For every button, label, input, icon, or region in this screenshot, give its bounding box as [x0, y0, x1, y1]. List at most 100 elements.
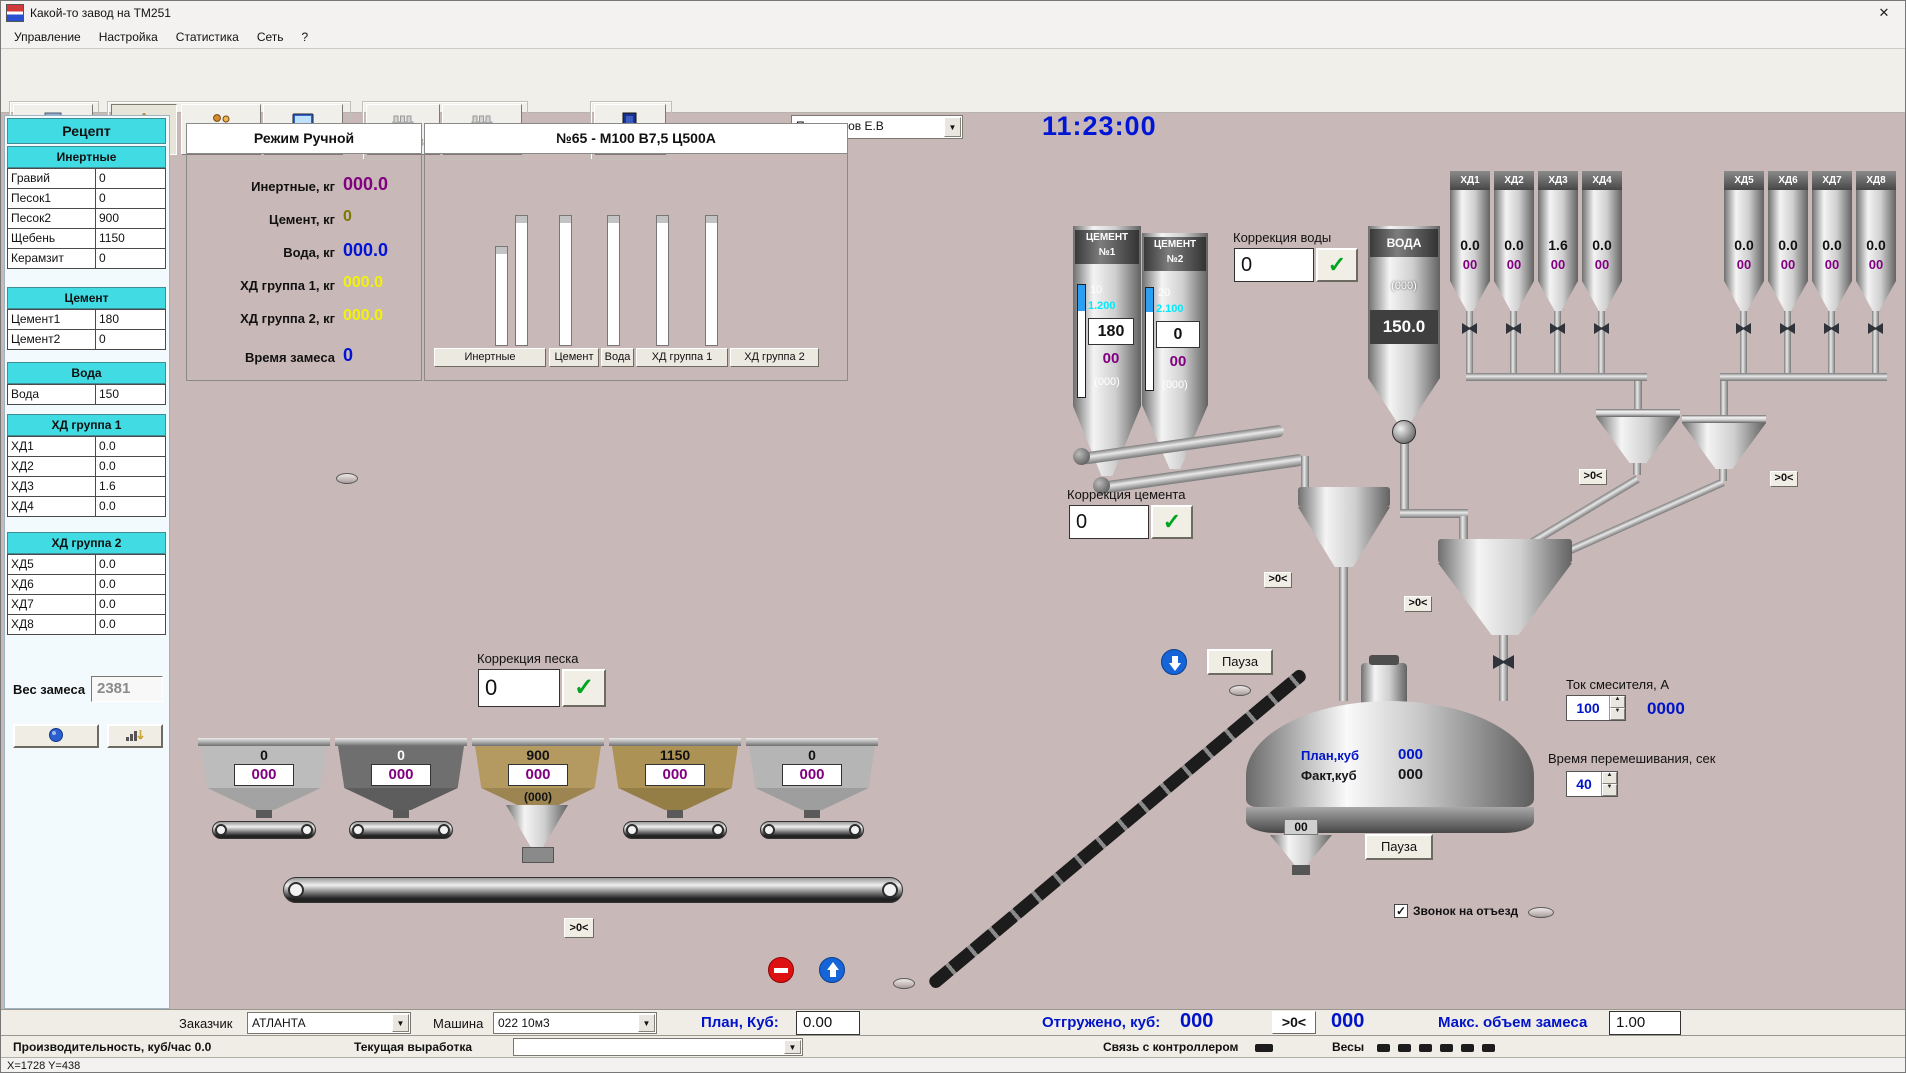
clock: 11:23:00 [1042, 111, 1157, 141]
arrow-down-button[interactable] [1161, 649, 1187, 675]
valve-icon[interactable] [1736, 323, 1751, 334]
chip-cement[interactable]: Цемент [549, 348, 599, 367]
row-value[interactable]: 0.0 [95, 436, 166, 457]
cement-correction-apply-button[interactable]: ✓ [1151, 505, 1193, 539]
plan-cube-label: План, Куб: [701, 1014, 779, 1031]
chevron-down-icon[interactable]: ▼ [392, 1014, 409, 1032]
row-value[interactable]: 0.0 [95, 594, 166, 615]
bin-weight: 000 [782, 764, 842, 786]
hd-value: 0.0 [1822, 237, 1842, 253]
valve-icon[interactable] [1550, 323, 1565, 334]
tare-button-hd2[interactable]: >0< [1770, 471, 1798, 487]
row-value[interactable]: 1150 [95, 228, 166, 249]
scale-indicator [1461, 1044, 1474, 1052]
current-output-select[interactable]: ▼ [513, 1038, 803, 1056]
valve-icon[interactable] [1493, 655, 1514, 669]
row-value[interactable]: 0.0 [95, 456, 166, 477]
pause-button-discharge[interactable]: Пауза [1365, 834, 1433, 860]
max-batch-value[interactable]: 1.00 [1609, 1011, 1681, 1035]
mixing-time-spinner[interactable]: 40 ▲▼ [1566, 771, 1618, 797]
water-correction-apply-button[interactable]: ✓ [1316, 248, 1358, 282]
sort-button[interactable] [107, 724, 163, 748]
sand-correction-input[interactable]: 0 [478, 669, 560, 707]
chip-water[interactable]: Вода [601, 348, 634, 367]
row-label: ХД3 [7, 476, 96, 497]
row-value[interactable]: 1.6 [95, 476, 166, 497]
hd-label: ХД6 [1768, 171, 1808, 190]
stop-bar-icon [774, 968, 788, 973]
arrow-up-button[interactable] [819, 957, 845, 983]
chevron-down-icon[interactable]: ▼ [784, 1040, 801, 1054]
menu-nastroika[interactable]: Настройка [98, 29, 158, 44]
menu-help[interactable]: ? [301, 29, 309, 44]
chevron-down-icon[interactable]: ▼ [944, 117, 961, 137]
bin-setpoint: 900 [526, 747, 550, 763]
bell-indicator[interactable] [1528, 907, 1554, 918]
row-value[interactable]: 0 [95, 248, 166, 269]
row-value[interactable]: 0 [95, 168, 166, 189]
mixing-time-value[interactable]: 40 [1576, 776, 1592, 792]
plan-cube-value[interactable]: 0.00 [796, 1011, 860, 1035]
sand-correction-apply-button[interactable]: ✓ [562, 669, 606, 707]
row-value[interactable]: 0 [95, 188, 166, 209]
main-conveyor [283, 877, 903, 903]
tare-button-cement[interactable]: >0< [1264, 572, 1292, 588]
small-indicator[interactable] [1229, 685, 1251, 696]
water-correction-input[interactable]: 0 [1234, 248, 1314, 282]
customer-select[interactable]: АТЛАНТА ▼ [247, 1012, 411, 1034]
hd-label: ХД8 [1856, 171, 1896, 190]
valve-icon[interactable] [1462, 323, 1477, 334]
chevron-down-icon[interactable]: ▼ [638, 1014, 655, 1032]
row-value[interactable]: 0.0 [95, 574, 166, 595]
tare-button-hd1[interactable]: >0< [1579, 469, 1607, 485]
tare-button-water[interactable]: >0< [1404, 596, 1432, 612]
tare-button-conveyor[interactable]: >0< [564, 918, 594, 938]
water-pipe [1459, 516, 1468, 539]
valve-icon[interactable] [1780, 323, 1795, 334]
valve-icon[interactable] [1868, 323, 1883, 334]
cement-silo-1: ЦЕМЕНТ №1 10 1.200 180 00 (000) [1073, 226, 1141, 476]
shipped-tare-button[interactable]: >0< [1272, 1011, 1316, 1034]
mix-time-label: Время замеса [244, 350, 335, 365]
valve-icon[interactable] [1824, 323, 1839, 334]
row-value[interactable]: 0.0 [95, 614, 166, 635]
manifold-pipe [1466, 373, 1647, 381]
hd-label: ХД5 [1724, 171, 1764, 190]
small-indicator[interactable] [893, 978, 915, 989]
valve-icon[interactable] [1506, 323, 1521, 334]
spin-down-icon[interactable]: ▼ [1602, 784, 1617, 796]
menu-statistika[interactable]: Статистика [175, 29, 239, 44]
row-value[interactable]: 0.0 [95, 554, 166, 575]
stop-button[interactable] [768, 957, 794, 983]
level-bar [495, 246, 508, 346]
pause-button-feed[interactable]: Пауза [1207, 649, 1273, 675]
valve-icon[interactable] [1594, 323, 1609, 334]
menu-set[interactable]: Сеть [256, 29, 284, 44]
menu-upravlenie[interactable]: Управление [14, 29, 81, 44]
mixer-current-spinner[interactable]: 100 ▲▼ [1566, 695, 1626, 721]
scale-indicator [1482, 1044, 1495, 1052]
spin-down-icon[interactable]: ▼ [1610, 708, 1625, 720]
row-value[interactable]: 0.0 [95, 496, 166, 517]
close-button[interactable]: ✕ [1878, 5, 1890, 20]
chip-hd1[interactable]: ХД группа 1 [636, 348, 728, 367]
row-value[interactable]: 0 [95, 329, 166, 350]
timer-button[interactable] [13, 724, 99, 748]
chip-inert[interactable]: Инертные [434, 348, 546, 367]
mixer-current-value[interactable]: 100 [1576, 700, 1600, 716]
machine-select[interactable]: 022 10м3 ▼ [493, 1012, 657, 1034]
row-value[interactable]: 150 [95, 384, 166, 405]
spin-up-icon[interactable]: ▲ [1602, 772, 1617, 784]
small-indicator[interactable] [336, 473, 358, 484]
row-value[interactable]: 180 [95, 309, 166, 330]
down-arrow-stem [1172, 656, 1178, 664]
spin-up-icon[interactable]: ▲ [1610, 696, 1625, 708]
chip-hd2[interactable]: ХД группа 2 [730, 348, 819, 367]
cement-correction-input[interactable]: 0 [1069, 505, 1149, 539]
bell-checkbox[interactable]: ✓ [1394, 904, 1408, 918]
row-value[interactable]: 900 [95, 208, 166, 229]
